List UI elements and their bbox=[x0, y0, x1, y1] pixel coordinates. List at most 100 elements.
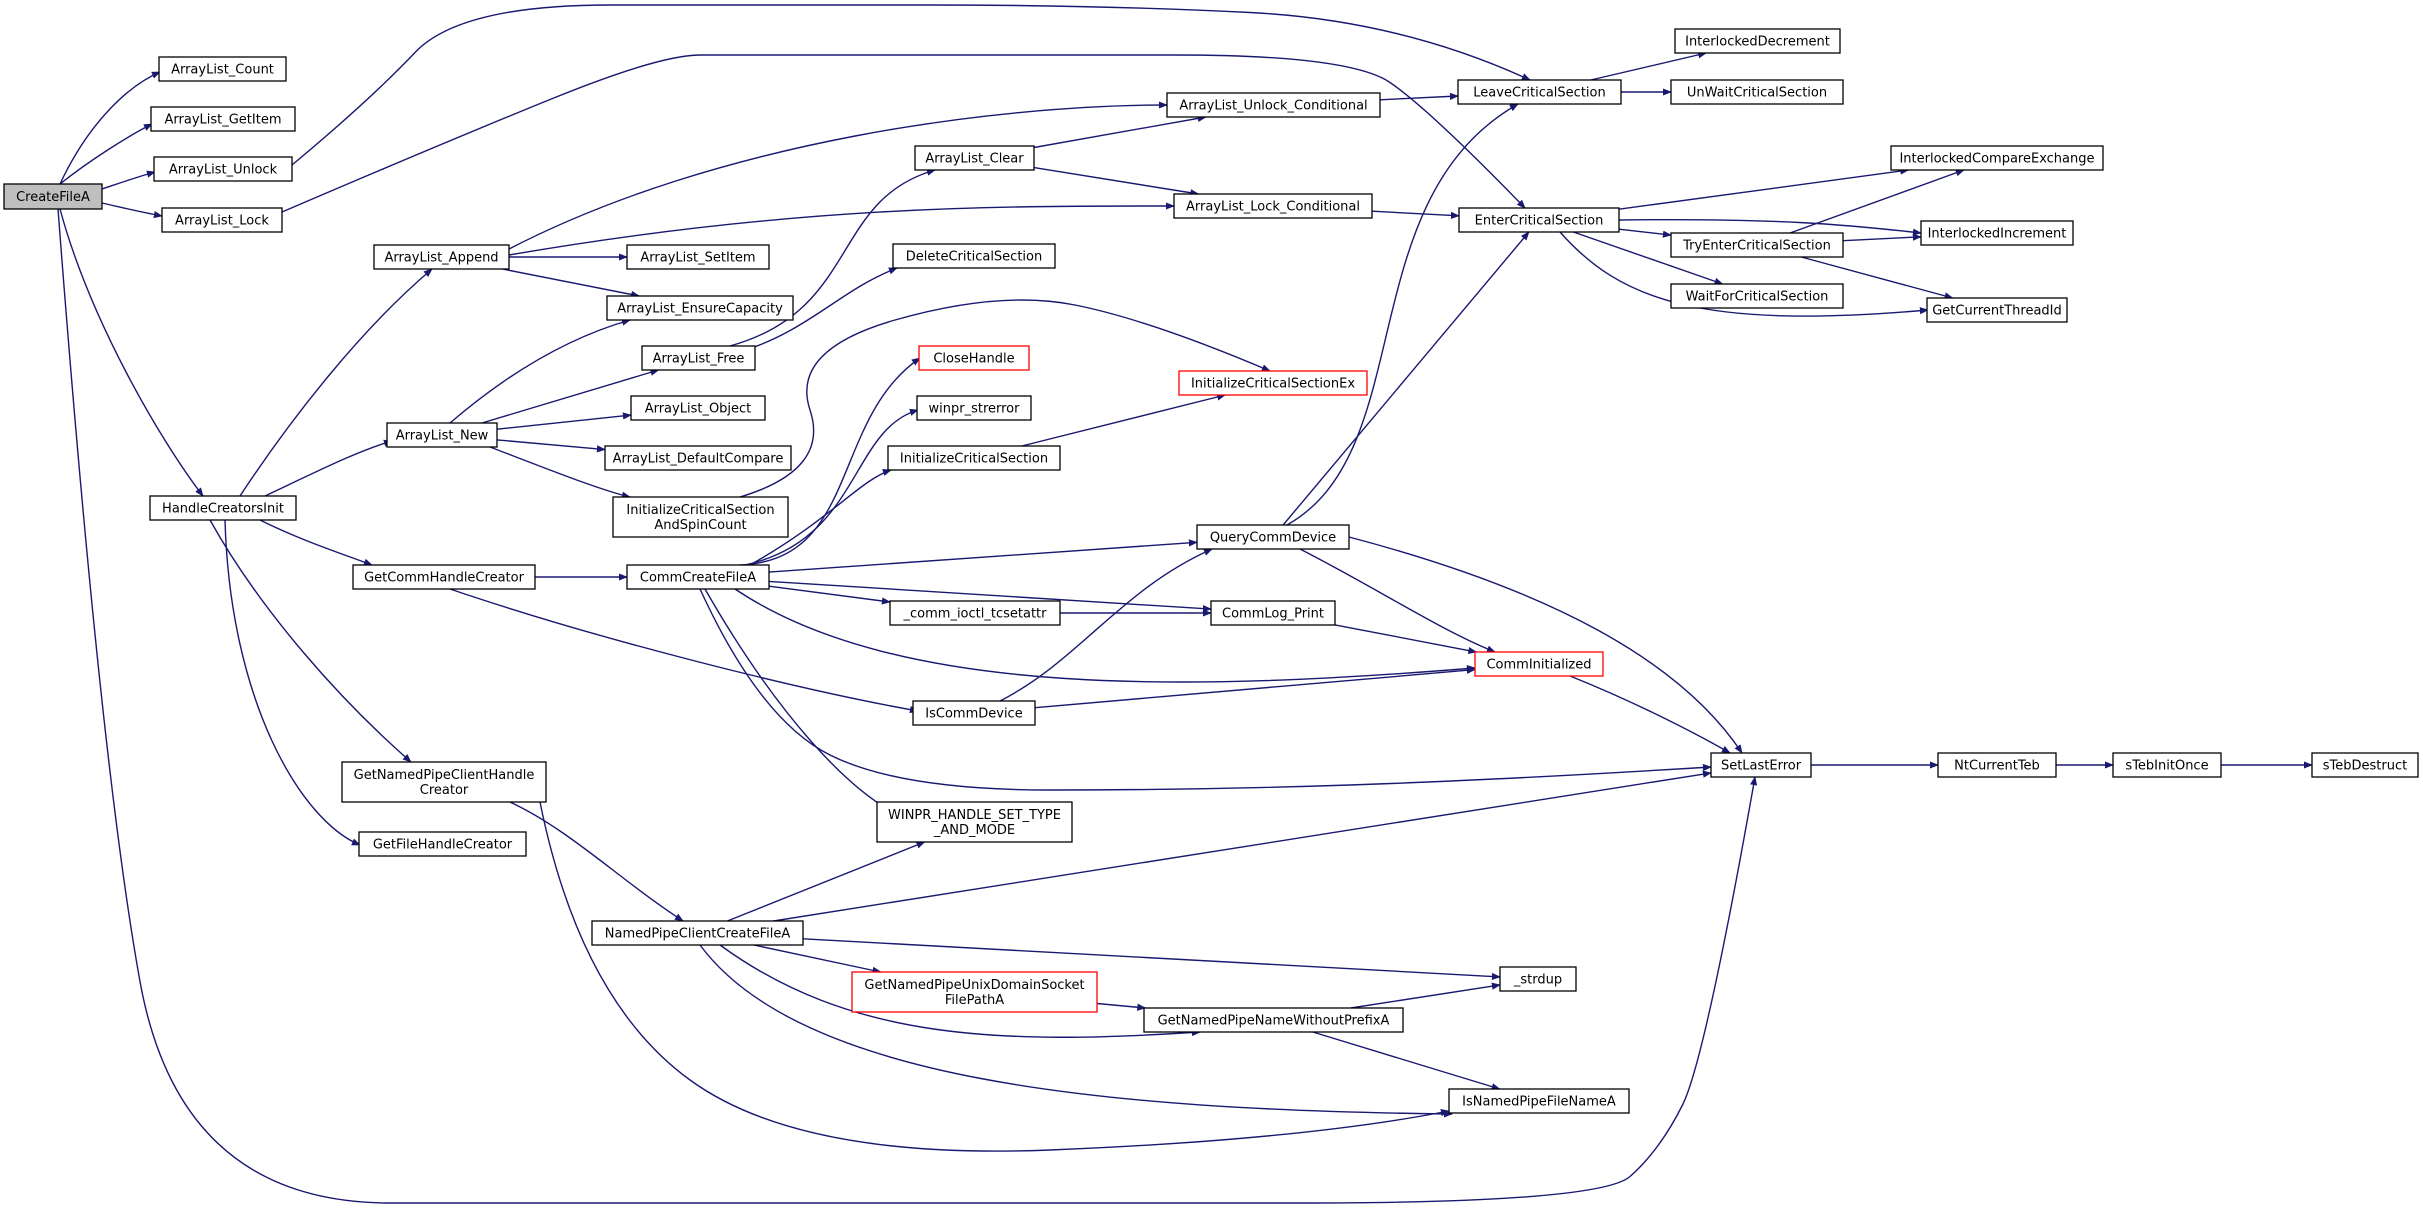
node-box bbox=[3, 183, 103, 210]
node-stebinitonce[interactable]: sTebInitOnce bbox=[2112, 752, 2222, 778]
node-closehandle[interactable]: CloseHandle bbox=[918, 345, 1030, 371]
edge-handlecreatorsinit-to-getfilehandlecreator bbox=[224, 519, 361, 846]
node-interlockeddecrement[interactable]: InterlockedDecrement bbox=[1674, 28, 1841, 54]
node-box bbox=[626, 564, 770, 590]
edge-createfilea-to-arraylist-unlock bbox=[101, 170, 156, 190]
node-arraylist-lock-conditional[interactable]: ArrayList_Lock_Conditional bbox=[1173, 193, 1373, 219]
node-label: sTebDestruct bbox=[2323, 759, 2407, 774]
node-arraylist-getitem[interactable]: ArrayList_GetItem bbox=[150, 106, 296, 132]
node-stebdestruct[interactable]: sTebDestruct bbox=[2311, 752, 2419, 778]
node-winpr-handle-set-type-and-mode[interactable]: WINPR_HANDLE_SET_TYPE_AND_MODE bbox=[876, 801, 1073, 843]
edge-arraylist-clear-to-arraylist-lock-conditional bbox=[1033, 166, 1200, 197]
node-getfilehandlecreator[interactable]: GetFileHandleCreator bbox=[358, 831, 527, 857]
edge-namedpipeclientcreatefilea-to-getnamedpipeunixdomainsocketfilepatha bbox=[753, 944, 882, 974]
node-namedpipeclientcreatefilea[interactable]: NamedPipeClientCreateFileA bbox=[591, 920, 804, 946]
node-arraylist-setitem[interactable]: ArrayList_SetItem bbox=[626, 244, 770, 270]
edge-querycommdevice-to-setlasterror bbox=[1348, 536, 1743, 754]
node-iscommdevice[interactable]: IsCommDevice bbox=[912, 700, 1036, 726]
node-label: InterlockedCompareExchange bbox=[1899, 152, 2094, 167]
node-label: ArrayList_New bbox=[396, 429, 489, 444]
node-box bbox=[352, 564, 536, 590]
node-box bbox=[1710, 752, 1812, 778]
node-createfilea[interactable]: CreateFileA bbox=[3, 183, 103, 210]
node-strdup[interactable]: _strdup bbox=[1499, 966, 1577, 992]
node-label: WaitForCriticalSection bbox=[1686, 290, 1829, 305]
node-label: ArrayList_Unlock_Conditional bbox=[1179, 99, 1367, 114]
node-label: NtCurrentTeb bbox=[1954, 759, 2040, 774]
node-querycommdevice[interactable]: QueryCommDevice bbox=[1196, 524, 1350, 550]
node-arraylist-free[interactable]: ArrayList_Free bbox=[641, 345, 756, 371]
node-box bbox=[161, 207, 283, 233]
node-box bbox=[2311, 752, 2419, 778]
node-getcommhandlecreator[interactable]: GetCommHandleCreator bbox=[352, 564, 536, 590]
edge-commcreatefilea-to-setlasterror bbox=[699, 588, 1712, 791]
node-label: ArrayList_Lock_Conditional bbox=[1186, 200, 1360, 215]
edge-getnamedpipeunixdomainsocketfilepatha-to-getnamedpipenamewithoutprefixa bbox=[1096, 1002, 1147, 1011]
node-label: IsCommDevice bbox=[925, 707, 1022, 722]
node-deletecriticalsection[interactable]: DeleteCriticalSection bbox=[892, 243, 1056, 269]
node-arraylist-count[interactable]: ArrayList_Count bbox=[158, 56, 287, 82]
edge-comminitialized-to-setlasterror bbox=[1569, 675, 1731, 754]
node-initializecriticalsection[interactable]: InitializeCriticalSection bbox=[887, 445, 1061, 471]
node-unwaitcriticalsection[interactable]: UnWaitCriticalSection bbox=[1670, 79, 1844, 105]
edge-handlecreatorsinit-to-arraylist-append bbox=[239, 268, 433, 497]
edge-namedpipeclientcreatefilea-to-winpr-handle-set-type-and-mode bbox=[727, 841, 926, 922]
edge-createfilea-to-handlecreatorsinit bbox=[59, 208, 204, 497]
node-label: NamedPipeClientCreateFileA bbox=[605, 927, 791, 942]
node-label: HandleCreatorsInit bbox=[162, 502, 284, 517]
node-arraylist-new[interactable]: ArrayList_New bbox=[386, 422, 498, 448]
node-label: AndSpinCount bbox=[654, 518, 746, 533]
node-entercriticalsection[interactable]: EnterCriticalSection bbox=[1458, 207, 1620, 233]
node-label: ArrayList_SetItem bbox=[640, 251, 755, 266]
node-interlockedincrement[interactable]: InterlockedIncrement bbox=[1920, 220, 2074, 246]
node-arraylist-append[interactable]: ArrayList_Append bbox=[373, 244, 510, 270]
node-box bbox=[1920, 220, 2074, 246]
edge-handlecreatorsinit-to-getnamedpipeclienthandlecreator bbox=[209, 519, 412, 763]
node-arraylist-ensurecapacity[interactable]: ArrayList_EnsureCapacity bbox=[606, 295, 794, 321]
node-isnamedpipefilenamea[interactable]: IsNamedPipeFileNameA bbox=[1448, 1088, 1630, 1114]
node-commcreatefilea[interactable]: CommCreateFileA bbox=[626, 564, 770, 590]
edge-createfilea-to-arraylist-count bbox=[59, 71, 161, 185]
node-box bbox=[1670, 283, 1844, 309]
edge-arraylist-new-to-arraylist-object bbox=[496, 412, 632, 430]
node-box bbox=[1196, 524, 1350, 550]
edge-getnamedpipenamewithoutprefixa-to-isnamedpipefilenamea bbox=[1312, 1031, 1501, 1091]
node-ntcurrentteb[interactable]: NtCurrentTeb bbox=[1937, 752, 2057, 778]
node-leavecriticalsection[interactable]: LeaveCriticalSection bbox=[1457, 79, 1622, 105]
node-arraylist-clear[interactable]: ArrayList_Clear bbox=[914, 145, 1035, 171]
node-tryentercriticalsection[interactable]: TryEnterCriticalSection bbox=[1670, 232, 1844, 258]
node-box bbox=[1890, 145, 2104, 171]
edge-arraylist-lock-conditional-to-entercriticalsection bbox=[1371, 210, 1460, 219]
node-handlecreatorsinit[interactable]: HandleCreatorsInit bbox=[149, 495, 297, 521]
node-arraylist-unlock[interactable]: ArrayList_Unlock bbox=[153, 156, 293, 182]
node-comm-ioctl-tcsetattr[interactable]: _comm_ioctl_tcsetattr bbox=[889, 600, 1061, 626]
node-interlockedcompareexchange[interactable]: InterlockedCompareExchange bbox=[1890, 145, 2104, 171]
node-box bbox=[1457, 79, 1622, 105]
node-getnamedpipenamewithoutprefixa[interactable]: GetNamedPipeNameWithoutPrefixA bbox=[1143, 1007, 1404, 1033]
node-commlog-print[interactable]: CommLog_Print bbox=[1210, 600, 1336, 626]
node-arraylist-unlock-conditional[interactable]: ArrayList_Unlock_Conditional bbox=[1166, 92, 1381, 118]
node-setlasterror[interactable]: SetLastError bbox=[1710, 752, 1812, 778]
node-waitforcriticalsection[interactable]: WaitForCriticalSection bbox=[1670, 283, 1844, 309]
node-arraylist-defaultcompare[interactable]: ArrayList_DefaultCompare bbox=[604, 445, 792, 471]
node-arraylist-lock[interactable]: ArrayList_Lock bbox=[161, 207, 283, 233]
edge-initializecriticalsection-to-initializecriticalsectionex bbox=[1021, 393, 1227, 447]
node-label: GetFileHandleCreator bbox=[373, 838, 513, 853]
edge-createfilea-to-arraylist-getitem bbox=[59, 123, 153, 185]
node-box bbox=[912, 700, 1036, 726]
node-label: _AND_MODE bbox=[933, 823, 1015, 838]
node-label: SetLastError bbox=[1721, 759, 1802, 774]
node-label: CloseHandle bbox=[933, 352, 1014, 367]
node-label: InitializeCriticalSectionEx bbox=[1191, 377, 1355, 392]
edge-tryentercriticalsection-to-interlockedcompareexchange bbox=[1789, 169, 1965, 234]
node-arraylist-object[interactable]: ArrayList_Object bbox=[630, 395, 766, 421]
node-initializecriticalsectionex[interactable]: InitializeCriticalSectionEx bbox=[1178, 370, 1368, 396]
node-label: ArrayList_Free bbox=[653, 352, 745, 367]
node-winpr-strerror[interactable]: winpr_strerror bbox=[916, 395, 1032, 421]
node-comminitialized[interactable]: CommInitialized bbox=[1474, 651, 1604, 677]
edge-namedpipeclientcreatefilea-to-strdup bbox=[802, 938, 1501, 981]
node-getcurrentthreadid[interactable]: GetCurrentThreadId bbox=[1926, 297, 2068, 323]
